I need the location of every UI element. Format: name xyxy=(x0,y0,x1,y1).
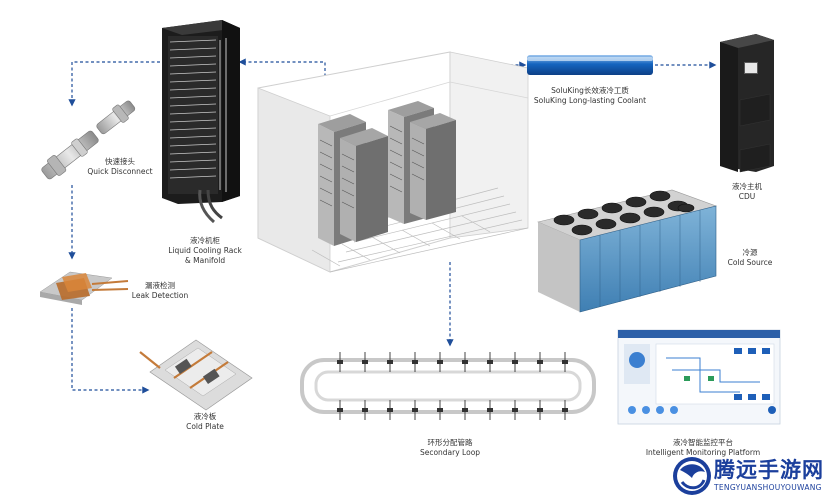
label-monitoring-platform: 液冷智能监控平台 Intelligent Monitoring Platform xyxy=(628,438,778,458)
cdu-cabinet xyxy=(720,34,774,173)
label-rack-en1: Liquid Cooling Rack xyxy=(168,246,242,255)
label-quick-disconnect-zh: 快速接头 xyxy=(105,157,135,166)
cold-source-unit xyxy=(537,189,718,313)
label-cdu-zh: 液冷主机 xyxy=(732,182,762,191)
coolant-bar xyxy=(527,55,653,75)
label-secondary-loop-zh: 环形分配管路 xyxy=(427,438,473,447)
label-leak-en: Leak Detection xyxy=(131,291,189,300)
label-cold-plate: 液冷板 Cold Plate xyxy=(170,412,240,432)
watermark-subtitle: TENGYUANSHOUYOUWANG xyxy=(714,483,822,492)
label-cold-source: 冷源 Cold Source xyxy=(715,248,785,268)
arrow-rack-to-quick-disconnect xyxy=(68,61,160,107)
watermark-logo-icon xyxy=(673,457,711,495)
immersion-tank xyxy=(257,51,529,273)
label-cold-plate-en: Cold Plate xyxy=(186,422,224,431)
label-secondary-loop-en: Secondary Loop xyxy=(419,448,481,457)
label-cold-source-zh: 冷源 xyxy=(742,248,758,257)
label-quick-disconnect: 快速接头 Quick Disconnect xyxy=(70,157,170,177)
label-coolant: SoluKing长效液冷工质 SoluKing Long-lasting Coo… xyxy=(520,86,660,106)
label-monitoring-en: Intelligent Monitoring Platform xyxy=(645,448,761,457)
label-secondary-loop: 环形分配管路 Secondary Loop xyxy=(400,438,500,458)
leak-detection-image xyxy=(39,271,129,305)
label-quick-disconnect-en: Quick Disconnect xyxy=(87,167,153,176)
label-cold-plate-zh: 液冷板 xyxy=(193,412,217,421)
label-leak-detection: 漏液检测 Leak Detection xyxy=(120,281,200,301)
watermark-title: 腾远手游网 xyxy=(714,458,824,482)
label-rack: 液冷机柜 Liquid Cooling Rack & Manifold xyxy=(150,236,260,266)
cold-plate-image xyxy=(139,339,253,411)
label-cdu: 液冷主机 CDU xyxy=(715,182,779,202)
secondary-loop xyxy=(300,352,596,420)
watermark: 腾远手游网 TENGYUANSHOUYOUWANG xyxy=(668,452,830,498)
arrow-leak-to-cold-plate xyxy=(71,308,150,394)
label-monitoring-zh: 液冷智能监控平台 xyxy=(673,438,733,447)
label-leak-zh: 漏液检测 xyxy=(145,281,175,290)
label-cold-source-en: Cold Source xyxy=(727,258,773,267)
label-rack-en2: & Manifold xyxy=(184,256,226,265)
monitoring-dashboard xyxy=(617,329,781,425)
label-coolant-zh: SoluKing长效液冷工质 xyxy=(551,86,629,95)
label-cdu-en: CDU xyxy=(738,192,756,201)
label-rack-zh: 液冷机柜 xyxy=(190,236,220,245)
quick-disconnect-image xyxy=(41,100,136,180)
liquid-cooling-rack xyxy=(162,20,240,224)
label-coolant-en: SoluKing Long-lasting Coolant xyxy=(533,96,647,105)
